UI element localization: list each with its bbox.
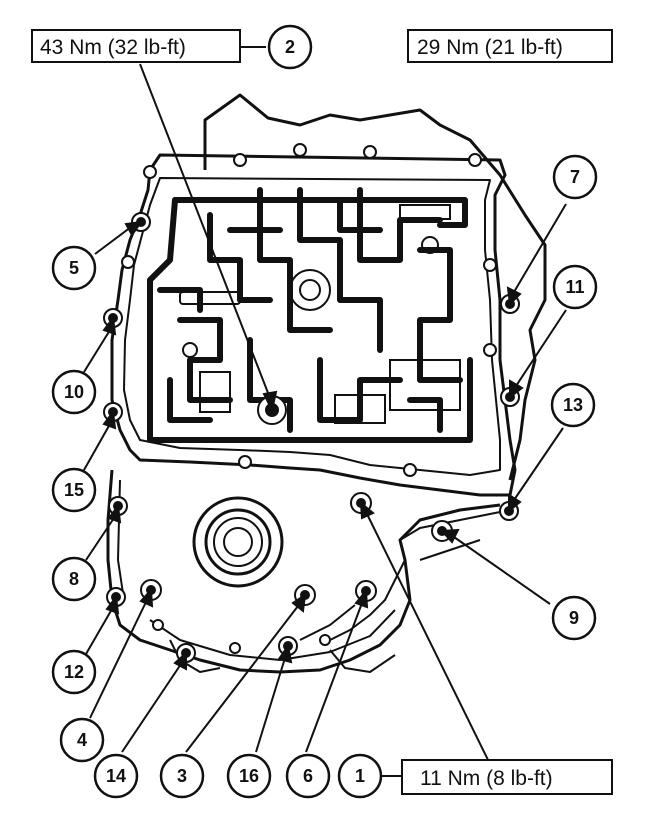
- callout-number: 15: [64, 480, 84, 500]
- valve-body-passages: [147, 187, 473, 443]
- callout-number: 8: [69, 569, 79, 589]
- callout-number: 14: [106, 766, 126, 786]
- torque-label-43nm: 43 Nm (32 lb-ft): [31, 29, 241, 63]
- callout-2: 2: [267, 24, 313, 70]
- callout-number: 1: [355, 766, 365, 786]
- callout-13: 13: [550, 382, 596, 428]
- callout-14: 14: [93, 753, 139, 799]
- callout-number: 10: [64, 382, 84, 402]
- callout-7: 7: [552, 154, 598, 200]
- valve-body-detail: [179, 204, 461, 424]
- torque-text: 11 Nm (8 lb-ft): [420, 767, 553, 790]
- callout-number: 16: [239, 766, 259, 786]
- callout-12: 12: [51, 649, 97, 695]
- callout-number: 9: [569, 608, 579, 628]
- callout-number: 3: [177, 766, 187, 786]
- callout-9: 9: [551, 595, 597, 641]
- bolt-icon: [176, 643, 196, 663]
- callout-16: 16: [226, 753, 272, 799]
- pan-bolt-holes: [121, 143, 497, 654]
- callout-number: 7: [570, 167, 580, 187]
- callout-number: 2: [285, 37, 295, 57]
- callout-3: 3: [159, 753, 205, 799]
- callout-6: 6: [285, 753, 331, 799]
- callout-number: 6: [303, 766, 313, 786]
- callout-4: 4: [59, 717, 105, 763]
- callout-number: 13: [563, 395, 583, 415]
- callout-number: 11: [565, 277, 584, 297]
- torque-text: 43 Nm (32 lb-ft): [40, 36, 186, 59]
- torque-text: 29 Nm (21 lb-ft): [417, 36, 563, 59]
- callout-10: 10: [51, 369, 97, 415]
- transmission-case: [106, 93, 547, 674]
- torque-label-29nm: 29 Nm (21 lb-ft): [407, 29, 613, 63]
- leader-lines: [83, 46, 567, 777]
- callout-circles: 2 7 11 13 9 5 10 15 8 12 4 14 3 16 6 1: [51, 24, 598, 799]
- output-shaft-icon: [192, 496, 284, 588]
- callout-8: 8: [51, 556, 97, 602]
- callout-number: 5: [69, 258, 79, 278]
- callout-11: 11: [552, 264, 598, 310]
- callout-number: 4: [77, 730, 87, 750]
- callout-number: 12: [64, 662, 84, 682]
- torque-label-11nm: 11 Nm (8 lb-ft): [401, 759, 613, 795]
- callout-15: 15: [51, 467, 97, 513]
- callout-5: 5: [51, 245, 97, 291]
- callout-1: 1: [337, 753, 383, 799]
